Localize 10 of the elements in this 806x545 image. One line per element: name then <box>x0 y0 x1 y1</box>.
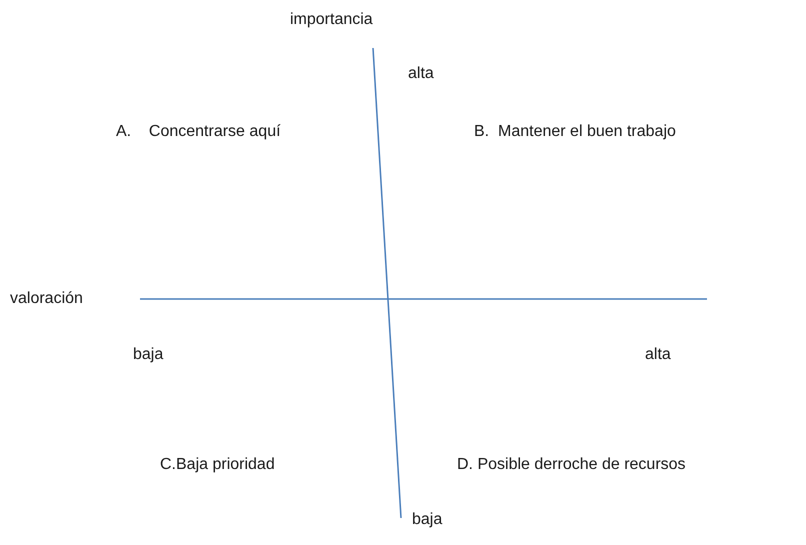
axis-end-label: baja <box>412 511 442 529</box>
axis-end-label: baja <box>133 346 164 364</box>
axis-label: importancia <box>290 11 373 29</box>
quadrant-label: D. Posible derroche de recursos <box>457 456 686 474</box>
axis-end-label: alta <box>645 346 671 364</box>
axis-label: valoración <box>10 290 83 308</box>
quadrant-label: A. Concentrarse aquí <box>116 123 281 141</box>
quadrant-label: C.Baja prioridad <box>160 456 275 474</box>
quadrant-label: B. Mantener el buen trabajo <box>474 123 676 141</box>
axis-end-label: alta <box>408 65 434 83</box>
